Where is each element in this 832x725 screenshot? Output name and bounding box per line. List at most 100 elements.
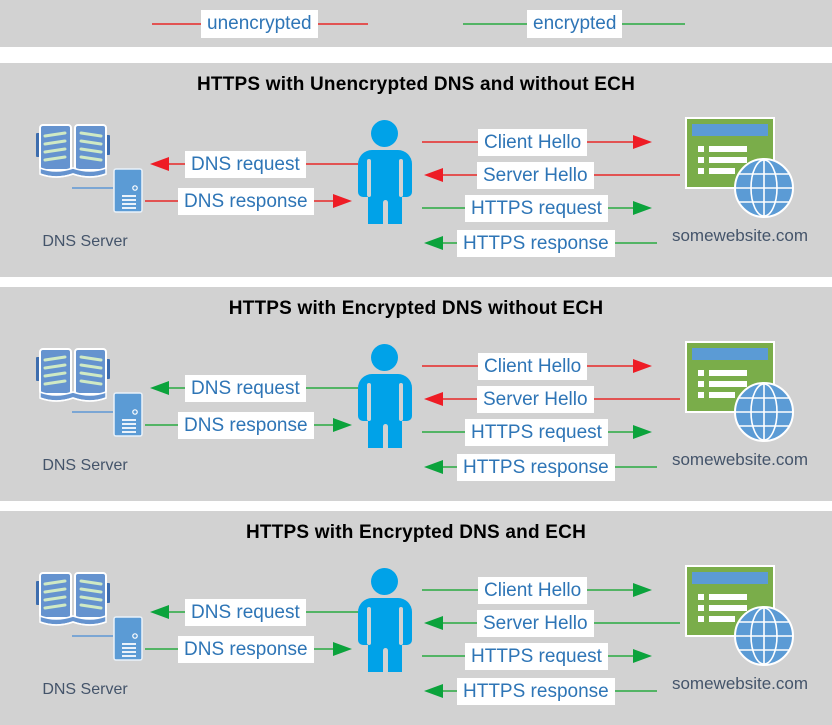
dns-request-arrow: DNS request	[150, 374, 358, 402]
arrow-line	[422, 431, 465, 433]
legend-item-unencrypted: unencrypted	[152, 0, 368, 47]
dns-server-icon	[113, 168, 143, 213]
person-head	[371, 568, 398, 595]
arrowhead-right-icon	[633, 649, 652, 663]
arrow-line	[607, 431, 633, 433]
person-legs	[368, 645, 402, 672]
arrow-line	[145, 648, 178, 650]
dns-request-label: DNS request	[185, 374, 306, 402]
arrow-line	[169, 163, 185, 165]
arrowhead-left-icon	[150, 381, 169, 395]
arrowhead-right-icon	[333, 642, 352, 656]
person-arm-gap	[367, 159, 371, 197]
person-body	[358, 374, 412, 421]
dns-request-arrow: DNS request	[150, 150, 358, 178]
arrow-line	[614, 466, 657, 468]
website-label: somewebsite.com	[671, 450, 809, 469]
person-head	[371, 120, 398, 147]
arrowhead-left-icon	[424, 616, 443, 630]
person-body	[358, 150, 412, 197]
panel-encrypted-dns-and-ech: HTTPS with Encrypted DNS and ECH DNS Ser…	[0, 511, 832, 725]
person-arm-gap	[399, 383, 403, 421]
arrow-line	[313, 648, 333, 650]
arrow-line	[145, 200, 178, 202]
dns-request-label: DNS request	[185, 598, 306, 626]
dns-response-arrow: DNS response	[145, 411, 352, 439]
person-body	[358, 598, 412, 645]
arrowhead-right-icon	[333, 194, 352, 208]
server-hello-label: Server Hello	[477, 161, 594, 189]
website-icon	[685, 565, 794, 666]
arrow-line	[443, 398, 477, 400]
https-response-arrow: HTTPS response	[424, 677, 657, 705]
dns-request-label: DNS request	[185, 150, 306, 178]
arrow-line	[587, 365, 633, 367]
arrow-line	[169, 387, 185, 389]
globe-icon	[734, 158, 794, 218]
dns-book-icon	[36, 124, 110, 178]
arrow-line	[305, 611, 358, 613]
arrow-line	[422, 655, 465, 657]
arrow-line	[607, 207, 633, 209]
dns-server-label: DNS Server	[42, 681, 128, 698]
dns-book-icon	[36, 348, 110, 402]
arrow-line	[422, 589, 478, 591]
person-icon	[358, 568, 412, 672]
arrow-line	[607, 655, 633, 657]
arrow-line	[593, 174, 680, 176]
dns-request-arrow: DNS request	[150, 598, 358, 626]
legend-line	[463, 22, 527, 25]
panel-title: HTTPS with Encrypted DNS and ECH	[246, 522, 586, 543]
arrow-line	[422, 207, 465, 209]
https-request-label: HTTPS request	[465, 418, 608, 446]
arrow-line	[169, 611, 185, 613]
person-legs	[368, 421, 402, 448]
panel-encrypted-dns-without-ech: HTTPS with Encrypted DNS without ECH DNS…	[0, 287, 832, 501]
arrow-line	[443, 690, 457, 692]
person-leg-gap	[382, 648, 388, 672]
arrowhead-right-icon	[633, 425, 652, 439]
arrow-line	[145, 424, 178, 426]
arrowhead-left-icon	[424, 236, 443, 250]
https-request-arrow: HTTPS request	[422, 418, 652, 446]
arrowhead-right-icon	[633, 201, 652, 215]
arrowhead-right-icon	[633, 583, 652, 597]
arrow-line	[443, 622, 477, 624]
arrow-line	[587, 589, 633, 591]
person-legs	[368, 197, 402, 224]
dns-server-icon	[113, 616, 143, 661]
person-leg-gap	[382, 424, 388, 448]
https-response-label: HTTPS response	[457, 677, 615, 705]
server-hello-label: Server Hello	[477, 609, 594, 637]
dns-server-icon	[113, 392, 143, 437]
dns-book-icon	[36, 572, 110, 626]
client-hello-label: Client Hello	[478, 128, 588, 156]
https-response-label: HTTPS response	[457, 453, 615, 481]
panel-title: HTTPS with Unencrypted DNS and without E…	[196, 74, 635, 95]
client-hello-arrow: Client Hello	[422, 576, 652, 604]
server-hello-label: Server Hello	[477, 385, 594, 413]
https-request-label: HTTPS request	[465, 642, 608, 670]
arrowhead-right-icon	[633, 135, 652, 149]
https-request-label: HTTPS request	[465, 194, 608, 222]
arrow-line	[593, 398, 680, 400]
https-response-label: HTTPS response	[457, 229, 615, 257]
arrow-line	[313, 200, 333, 202]
website-label: somewebsite.com	[671, 226, 809, 245]
arrow-line	[422, 365, 478, 367]
globe-icon	[734, 382, 794, 442]
person-arm-gap	[367, 607, 371, 645]
dns-response-arrow: DNS response	[145, 635, 352, 663]
arrowhead-left-icon	[424, 168, 443, 182]
person-leg-gap	[382, 200, 388, 224]
arrow-line	[443, 466, 457, 468]
dns-response-label: DNS response	[178, 411, 314, 439]
arrowhead-left-icon	[150, 157, 169, 171]
arrowhead-left-icon	[150, 605, 169, 619]
dns-server-label: DNS Server	[42, 457, 128, 474]
website-icon	[685, 341, 794, 442]
client-hello-arrow: Client Hello	[422, 128, 652, 156]
book-server-connector-line	[72, 635, 113, 637]
client-hello-label: Client Hello	[478, 352, 588, 380]
arrow-line	[614, 690, 657, 692]
